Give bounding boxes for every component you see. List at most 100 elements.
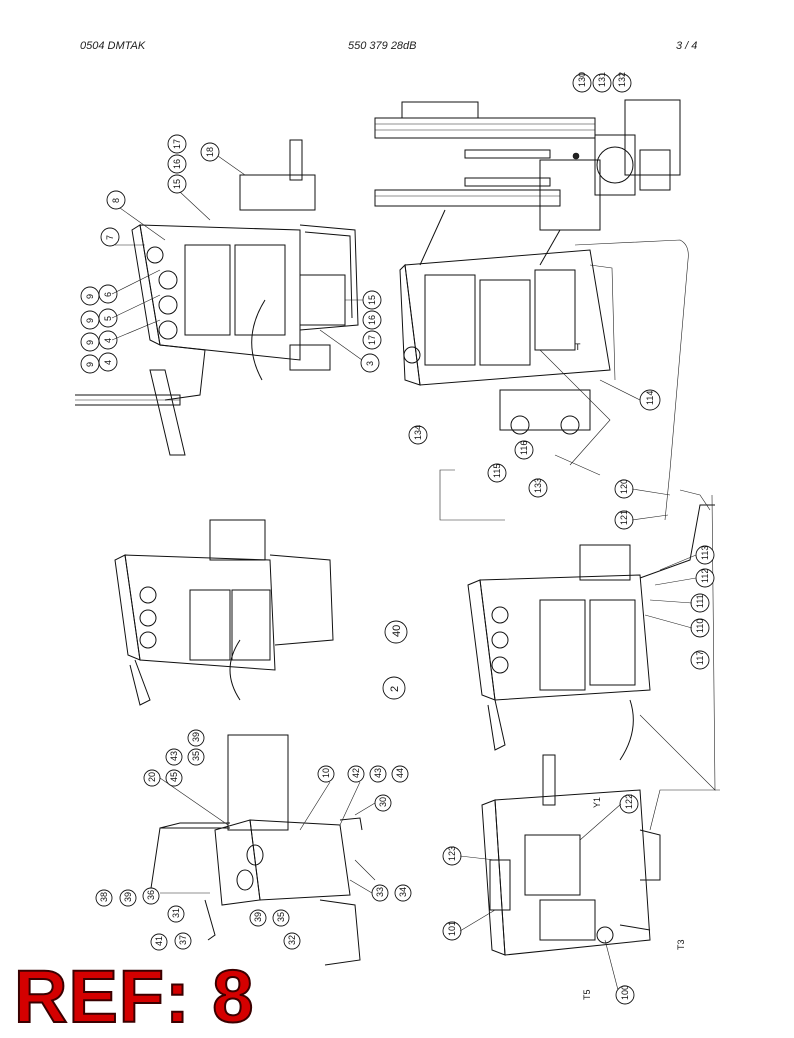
callout-9: 9 (80, 354, 100, 374)
callout-130: 130 (572, 72, 592, 93)
frame-rail-left (75, 369, 186, 456)
svg-text:130: 130 (577, 72, 587, 87)
port-t-marker: T (575, 342, 581, 352)
callout-8: 8 (106, 190, 126, 210)
svg-text:100: 100 (620, 985, 630, 1000)
valve-box-middle-left (114, 519, 334, 706)
callout-17: 17 (362, 330, 382, 350)
callout-114: 114 (639, 389, 661, 411)
svg-text:31: 31 (171, 908, 181, 918)
svg-text:33: 33 (375, 887, 385, 897)
svg-text:10: 10 (321, 768, 331, 778)
hose-lines (439, 239, 720, 831)
conveyor-arm-assembly (374, 99, 681, 266)
callout-39: 39 (249, 909, 267, 927)
callout-16: 16 (167, 154, 187, 174)
svg-text:30: 30 (378, 797, 388, 807)
header-right: 3 / 4 (676, 40, 698, 52)
svg-text:132: 132 (617, 72, 627, 87)
svg-text:112: 112 (700, 569, 710, 583)
svg-text:122: 122 (624, 794, 634, 809)
callout-3: 3 (360, 353, 380, 373)
valve-box-top-left (131, 139, 359, 401)
svg-text:39: 39 (191, 732, 201, 742)
callout-120: 120 (614, 479, 634, 499)
callout-44: 44 (391, 765, 409, 783)
svg-text:115: 115 (492, 464, 502, 478)
callout-32: 32 (283, 932, 301, 950)
svg-text:2: 2 (389, 686, 401, 692)
svg-text:41: 41 (154, 936, 164, 946)
callout-133: 133 (528, 478, 548, 498)
callout-43: 43 (369, 765, 387, 783)
svg-text:134: 134 (413, 425, 423, 440)
callout-113: 113 (695, 545, 715, 565)
callout-9: 9 (80, 332, 100, 352)
svg-text:111: 111 (695, 594, 705, 608)
callout-132: 132 (612, 72, 632, 93)
header-center: 550 379 28dB (348, 40, 417, 52)
leader-lines (111, 155, 697, 991)
callout-39: 39 (119, 889, 137, 907)
callout-20: 20 (143, 769, 161, 787)
callout-15: 15 (362, 290, 382, 310)
callout-41: 41 (150, 933, 168, 951)
svg-text:35: 35 (276, 912, 286, 922)
callout-45: 45 (165, 769, 183, 787)
callout-116: 116 (514, 440, 534, 460)
svg-text:121: 121 (619, 510, 629, 525)
callout-122: 122 (619, 794, 639, 814)
callout-17: 17 (167, 134, 187, 154)
callout-121: 121 (614, 510, 634, 530)
callout-30: 30 (374, 794, 392, 812)
svg-text:43: 43 (373, 768, 383, 778)
callout-111: 111 (690, 593, 710, 613)
svg-text:15: 15 (367, 295, 377, 305)
callout-35: 35 (187, 748, 205, 766)
callout-123: 123 (442, 846, 462, 866)
svg-text:17: 17 (172, 139, 182, 149)
label-t5: T5 (582, 989, 592, 1000)
callout-bubbles: 130 131 132 18 17 16 15 8 7 9 6 9 5 9 4 … (80, 72, 715, 1005)
callout-37: 37 (174, 932, 192, 950)
callout-110: 110 (690, 618, 710, 638)
callout-34: 34 (394, 884, 412, 902)
svg-text:39: 39 (123, 892, 133, 902)
svg-text:32: 32 (287, 935, 297, 945)
svg-text:114: 114 (645, 391, 655, 405)
callout-100: 100 (615, 985, 635, 1005)
svg-text:5: 5 (103, 316, 113, 321)
callout-4: 4 (98, 352, 118, 372)
svg-text:4: 4 (103, 360, 113, 365)
svg-text:35: 35 (191, 751, 201, 761)
svg-text:39: 39 (253, 912, 263, 922)
svg-text:9: 9 (85, 340, 95, 345)
svg-text:38: 38 (99, 892, 109, 902)
svg-text:18: 18 (205, 147, 215, 157)
svg-text:133: 133 (533, 478, 543, 493)
svg-text:36: 36 (146, 890, 156, 900)
svg-text:34: 34 (398, 887, 408, 897)
svg-text:9: 9 (85, 362, 95, 367)
callout-40: 40 (384, 620, 408, 644)
svg-text:7: 7 (105, 235, 115, 240)
callout-2: 2 (382, 676, 406, 700)
callout-5: 5 (98, 308, 118, 328)
callout-39: 39 (187, 729, 205, 747)
svg-text:123: 123 (447, 846, 457, 861)
svg-text:40: 40 (391, 625, 403, 637)
svg-text:45: 45 (169, 772, 179, 782)
svg-text:131: 131 (597, 72, 607, 87)
svg-text:43: 43 (169, 751, 179, 761)
ref-label: REF: 8 (13, 955, 255, 1038)
svg-text:116: 116 (519, 441, 529, 455)
svg-text:37: 37 (178, 935, 188, 945)
valve-box-top-right (399, 249, 616, 466)
svg-text:20: 20 (147, 772, 157, 782)
svg-text:3: 3 (365, 361, 375, 366)
callout-101: 101 (442, 921, 462, 941)
svg-text:101: 101 (447, 921, 457, 936)
callout-33: 33 (371, 884, 389, 902)
svg-text:44: 44 (395, 768, 405, 778)
